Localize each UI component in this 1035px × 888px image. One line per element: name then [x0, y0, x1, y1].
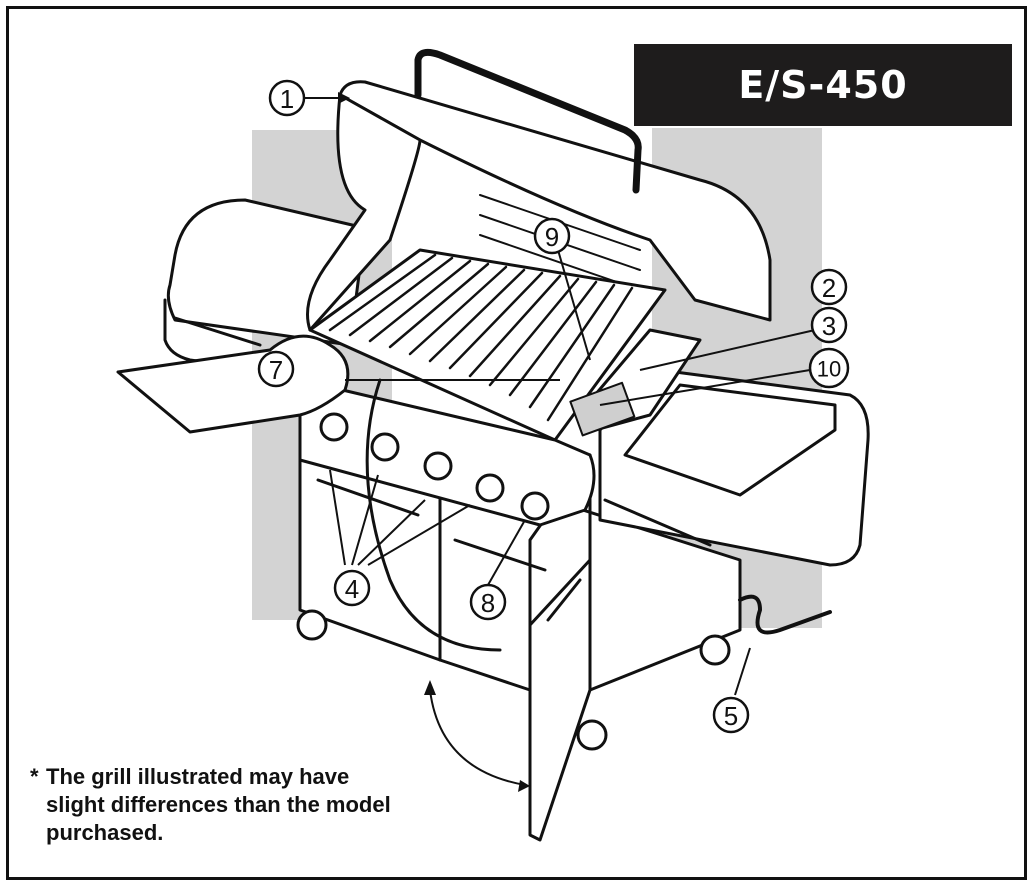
caster-rear-right [699, 634, 731, 666]
callout-8-circle [469, 583, 507, 621]
callout-markers [257, 79, 850, 734]
callout-5-circle [712, 696, 750, 734]
control-knobs [319, 412, 550, 521]
knob-1 [319, 412, 349, 442]
callout-1-label: 1 [280, 84, 294, 114]
power-cord [738, 594, 832, 635]
caster-front-mid [576, 719, 608, 751]
footnote: * The grill illustrated may have slight … [30, 763, 410, 847]
arrow-heads [338, 92, 530, 792]
leader-lines [302, 97, 816, 786]
grate-bars [328, 253, 634, 422]
callout-9-label: 9 [545, 222, 559, 252]
control-panel [298, 378, 596, 527]
grill-lid [338, 80, 772, 322]
left-shelf-handle [173, 316, 262, 347]
footnote-marker: * [30, 764, 39, 789]
side-burner-cover [623, 383, 837, 497]
knob-3 [423, 451, 453, 481]
callout-4-label: 4 [345, 574, 359, 604]
callout-8-label: 8 [481, 588, 495, 618]
callout-7-circle [257, 350, 295, 388]
callout-4-circle [333, 569, 371, 607]
callout-10-label: 10 [817, 357, 841, 382]
lid-handle [414, 48, 642, 194]
door-handle [546, 578, 582, 622]
left-shelf-edge [163, 298, 342, 382]
callout-3-circle [810, 306, 848, 344]
callout-9-circle [533, 217, 571, 255]
callout-10-circle [808, 347, 850, 389]
cabinet-handle-mid [453, 538, 547, 572]
rotisserie-cord [365, 378, 502, 652]
callout-1-circle [268, 79, 306, 117]
callout-3-label: 3 [822, 311, 836, 341]
cabinet-door [528, 558, 592, 842]
callout-5-label: 5 [724, 701, 738, 731]
callout-2-circle [810, 268, 848, 306]
model-badge: E/S-450 [634, 44, 1012, 126]
knob-4 [475, 473, 505, 503]
right-side-shelf [598, 368, 870, 567]
right-shelf-handle [603, 498, 712, 547]
callout-2-label: 2 [822, 273, 836, 303]
knob-5 [520, 491, 550, 521]
callout-7-label: 7 [269, 355, 283, 385]
caster-front-left [296, 609, 328, 641]
knob-2 [370, 432, 400, 462]
lid-left-side [306, 93, 422, 332]
footnote-text: The grill illustrated may have slight di… [46, 764, 391, 845]
